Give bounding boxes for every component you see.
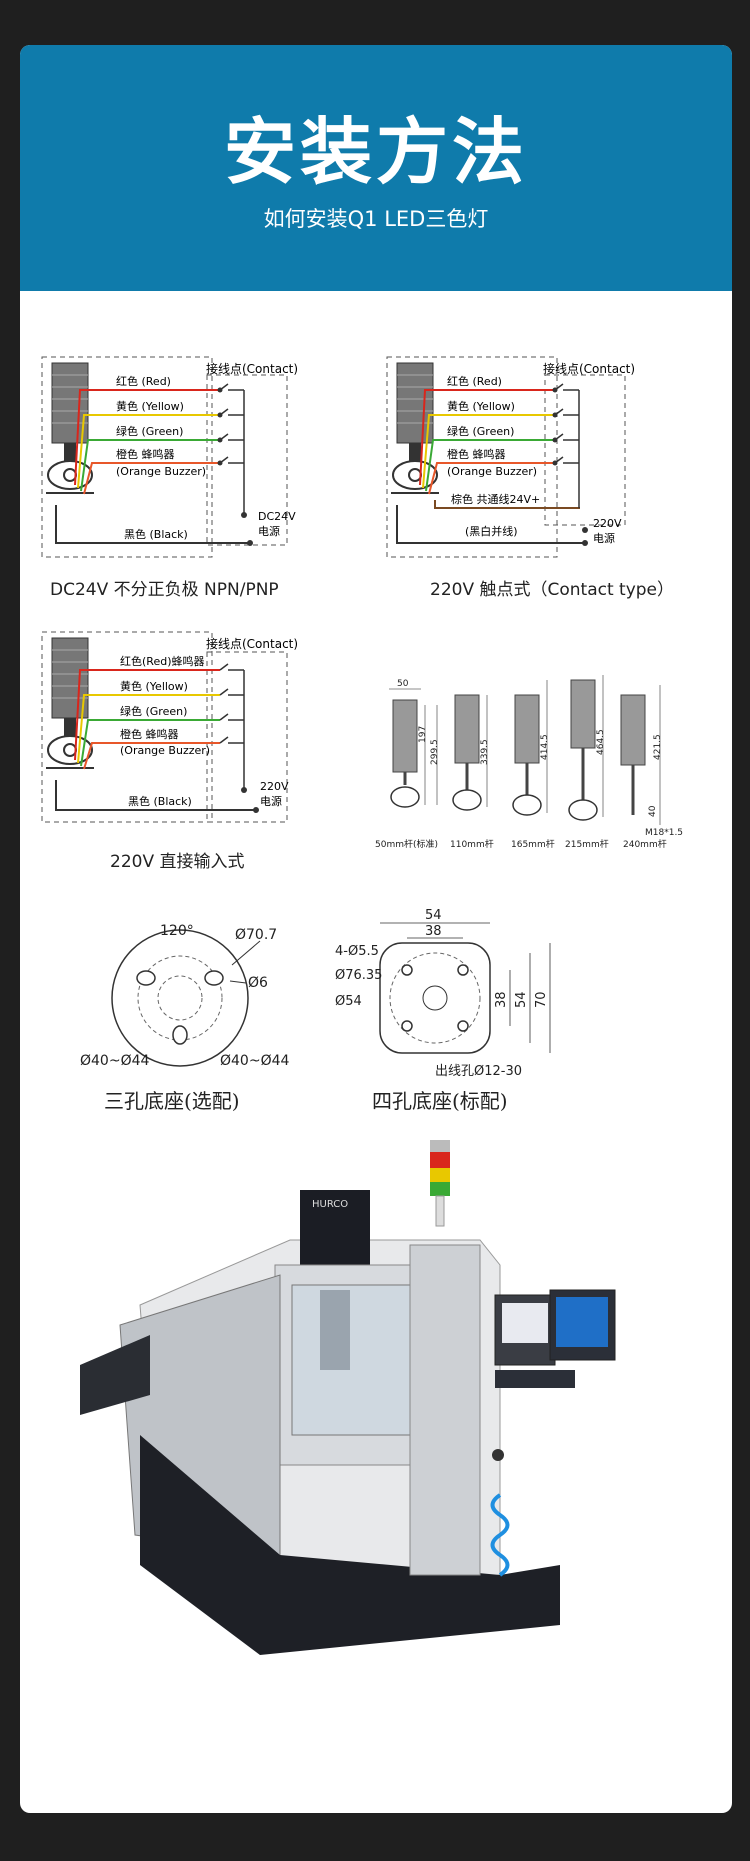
dim-40: 40 <box>648 805 658 817</box>
dim-diameter-54: Ø54 <box>335 994 362 1009</box>
dim-50: 50 <box>397 679 409 689</box>
wiring-diagram-220v-direct: 接线点(Contact) 红色(Red)蜂鸣器 黄色 (Yellow) 绿色 (… <box>41 631 298 823</box>
diagram2-caption: 220V 触点式（Contact type） <box>430 580 675 600</box>
brand-label: HURCO <box>312 1199 348 1210</box>
pole-label-50: 50mm杆(标准) <box>375 838 438 850</box>
power-voltage: 220V <box>260 780 289 793</box>
cnc-machine-image: HURCO <box>80 1140 616 1655</box>
dim-hole-span-left: Ø40~Ø44 <box>80 1053 149 1069</box>
wire-green-label: 绿色 (Green) <box>447 424 514 438</box>
diagram3-caption: 220V 直接输入式 <box>110 852 245 872</box>
wire-black-label: 黑色 (Black) <box>128 794 192 808</box>
wire-buzzer-label: (Orange Buzzer) <box>447 465 537 478</box>
contact-label: 接线点(Contact) <box>206 636 298 651</box>
content-card: 安装方法 如何安装Q1 LED三色灯 接线点(Contact) 红色 (Red)… <box>20 45 732 1813</box>
dim-197: 197 <box>418 726 428 743</box>
wire-buzzer-label: (Orange Buzzer) <box>120 744 210 757</box>
diagram1-caption: DC24V 不分正负极 NPN/PNP <box>50 580 279 600</box>
wire-orange-label: 橙色 蜂鸣器 <box>447 447 506 461</box>
three-hole-base-drawing: 120° Ø70.7 Ø6 Ø40~Ø44 Ø40~Ø44 <box>80 923 289 1069</box>
dim-339-5: 339.5 <box>480 739 490 765</box>
pole-label-165: 165mm杆 <box>511 838 555 850</box>
wire-green-label: 绿色 (Green) <box>116 424 183 438</box>
dim-height-54: 54 <box>514 991 529 1008</box>
dim-diameter-76: Ø76.35 <box>335 968 382 983</box>
pole-label-110: 110mm杆 <box>450 838 494 850</box>
pole-label-215: 215mm杆 <box>565 838 609 850</box>
pole-length-drawing: 50 197 299.5 339.5 414.5 464.5 421.5 40 … <box>375 675 683 850</box>
dim-414-5: 414.5 <box>540 734 550 760</box>
contact-label: 接线点(Contact) <box>206 361 298 376</box>
wire-orange-label: 橙色 蜂鸣器 <box>116 447 175 461</box>
power-label: 电源 <box>260 794 282 808</box>
wire-red-label: 红色 (Red) <box>116 374 171 388</box>
power-label: 电源 <box>258 524 280 538</box>
wire-buzzer-label: (Orange Buzzer) <box>116 465 206 478</box>
page-title: 安装方法 <box>223 110 528 194</box>
four-hole-base-caption: 四孔底座(标配) <box>372 1089 508 1113</box>
dim-cable-hole: 出线孔Ø12-30 <box>435 1064 522 1079</box>
title-banner: 安装方法 如何安装Q1 LED三色灯 <box>20 45 732 291</box>
power-label: 电源 <box>593 531 615 545</box>
dim-hole-span-right: Ø40~Ø44 <box>220 1053 289 1069</box>
dim-464-5: 464.5 <box>596 729 606 755</box>
wire-green-label: 绿色 (Green) <box>120 704 187 718</box>
page-subtitle: 如何安装Q1 LED三色灯 <box>263 207 489 231</box>
wire-orange-label: 橙色 蜂鸣器 <box>120 727 179 741</box>
wire-red-label: 红色 (Red) <box>447 374 502 388</box>
dim-width-54: 54 <box>425 908 442 923</box>
power-voltage: DC24V <box>258 510 296 523</box>
dim-height-70: 70 <box>534 991 549 1008</box>
dim-hole-4: 4-Ø5.5 <box>335 944 379 959</box>
power-voltage: 220V <box>593 517 622 530</box>
wire-blackwhite-label: (黑白并线) <box>465 524 518 538</box>
dim-299-5: 299.5 <box>430 739 440 765</box>
pole-label-240: 240mm杆 <box>623 838 667 850</box>
wiring-diagram-220v-contact: 接线点(Contact) 红色 (Red) 黄色 (Yellow) 绿色 (Gr… <box>386 356 635 558</box>
wire-yellow-label: 黄色 (Yellow) <box>447 399 515 413</box>
three-hole-base-caption: 三孔底座(选配) <box>104 1089 240 1113</box>
four-hole-base-drawing: 54 38 4-Ø5.5 Ø76.35 Ø54 38 54 70 出线孔Ø12-… <box>335 908 551 1079</box>
wire-common-label: 棕色 共通线24V+ <box>451 492 540 506</box>
dim-421-5: 421.5 <box>653 734 663 760</box>
dim-hole-diameter: Ø6 <box>248 975 268 991</box>
dim-outer-diameter: Ø70.7 <box>235 927 277 943</box>
wire-red-label: 红色(Red)蜂鸣器 <box>120 654 204 668</box>
wire-yellow-label: 黄色 (Yellow) <box>120 679 188 693</box>
contact-label: 接线点(Contact) <box>543 361 635 376</box>
dim-angle: 120° <box>160 923 194 939</box>
wire-yellow-label: 黄色 (Yellow) <box>116 399 184 413</box>
dim-width-38: 38 <box>425 924 442 939</box>
dim-m18: M18*1.5 <box>645 828 683 838</box>
dim-height-38: 38 <box>494 991 509 1008</box>
wire-black-label: 黑色 (Black) <box>124 527 188 541</box>
wiring-diagram-dc24v: 接线点(Contact) 红色 (Red) 黄色 (Yellow) 绿色 (Gr… <box>41 356 298 558</box>
